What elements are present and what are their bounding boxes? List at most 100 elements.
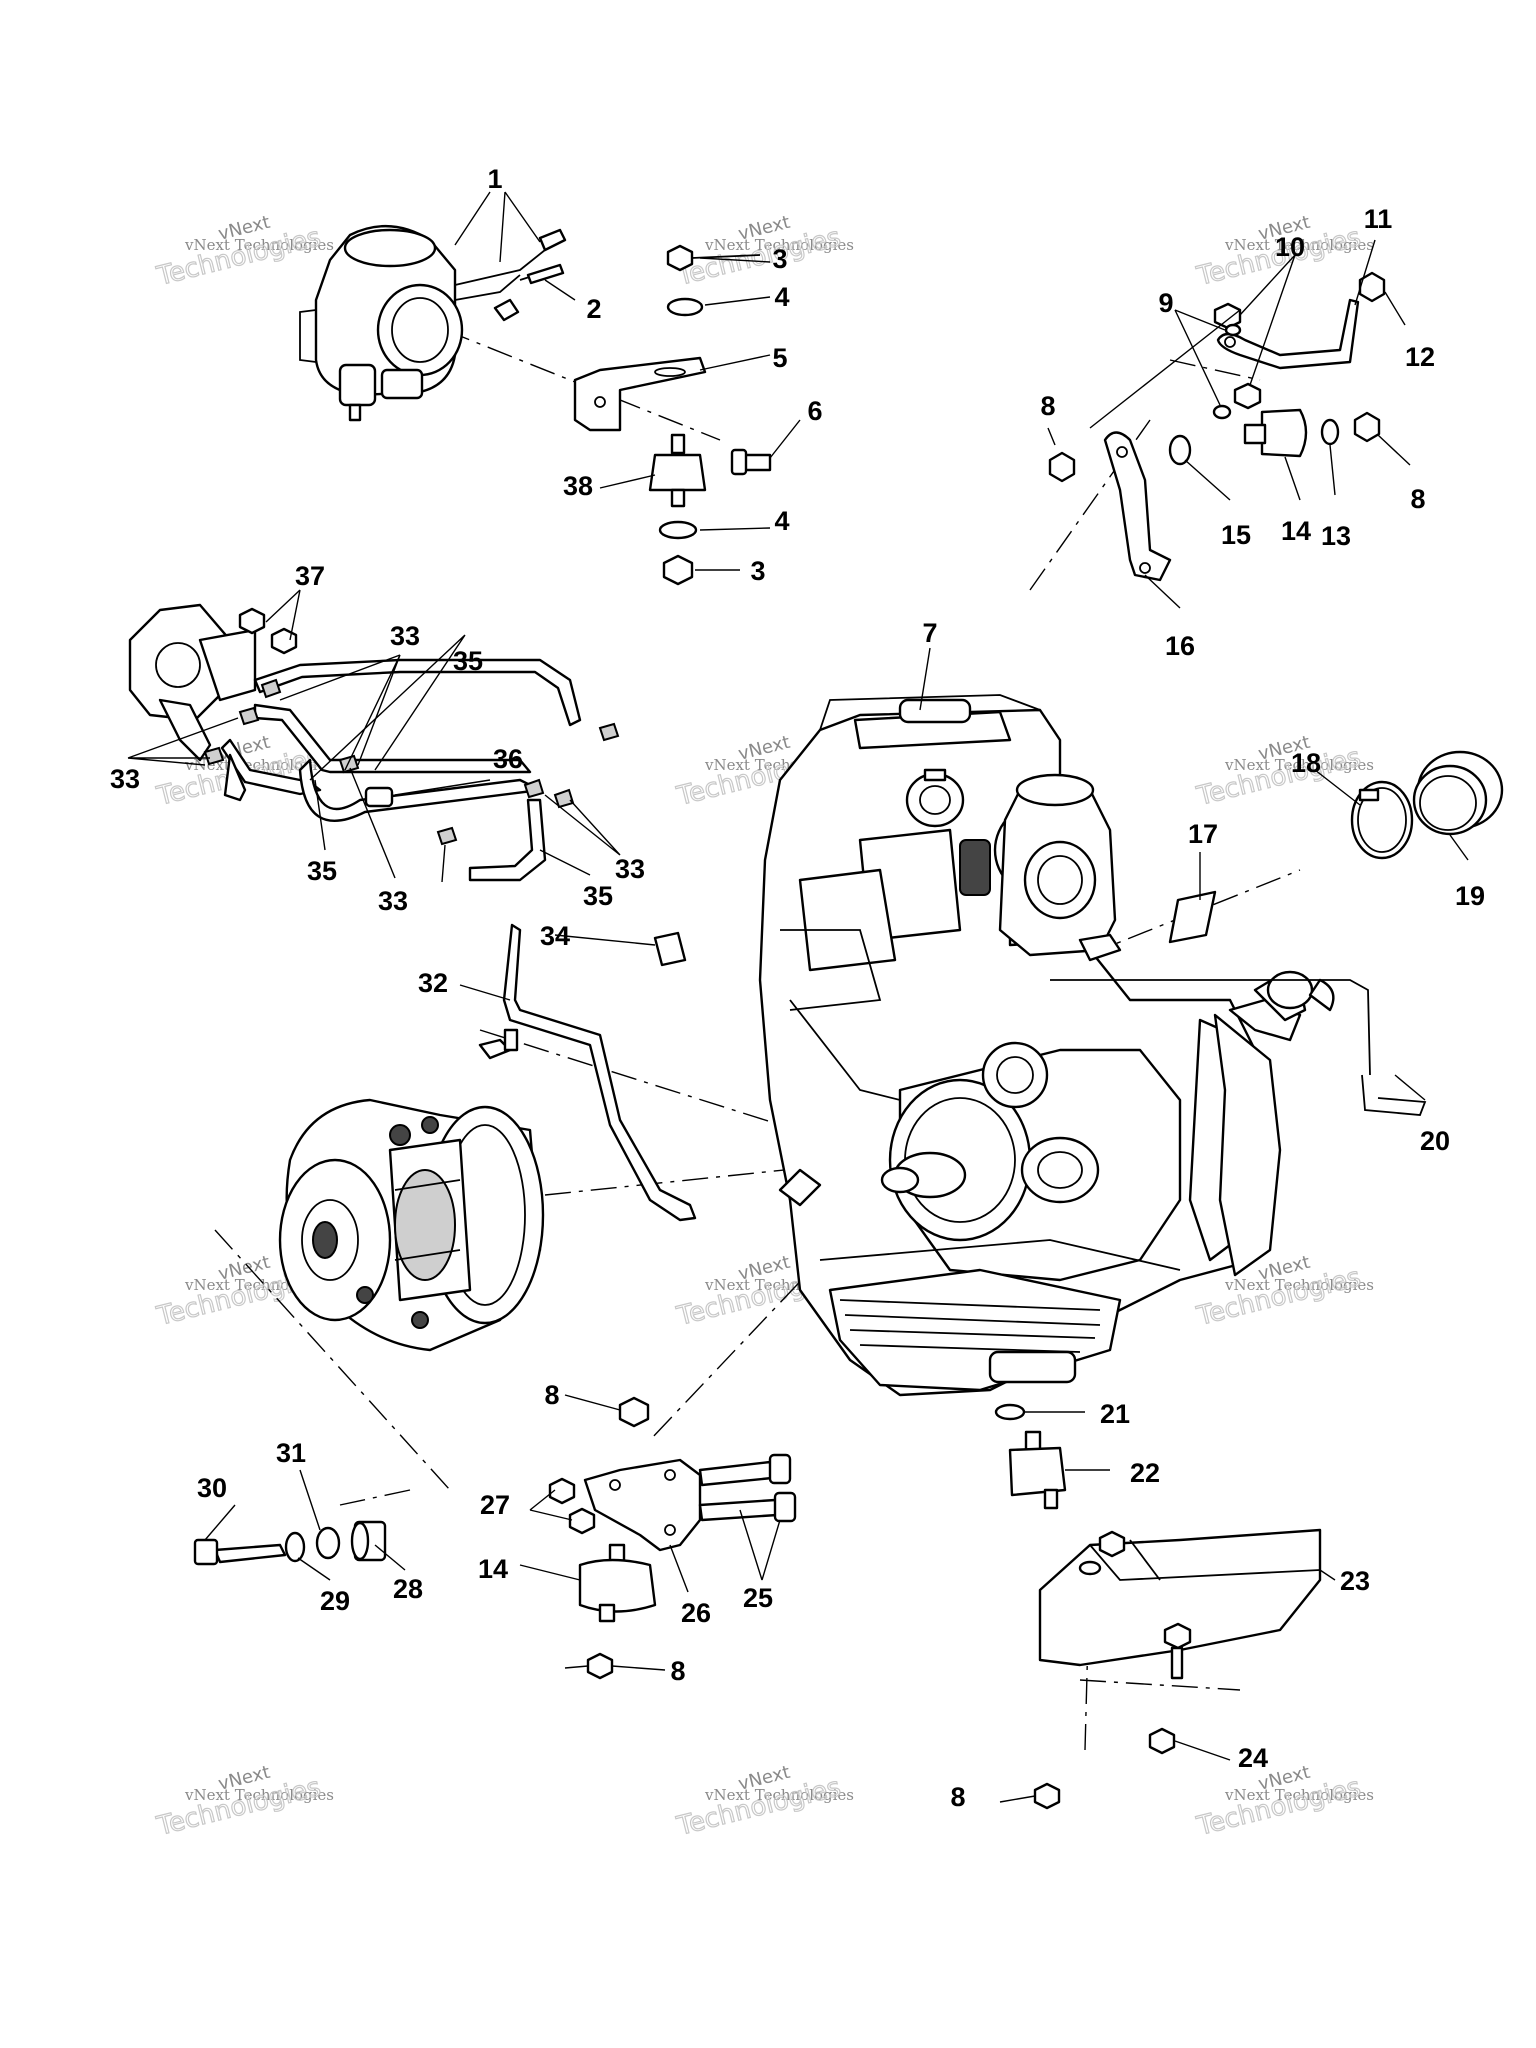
callout-31: 31 (276, 1438, 306, 1468)
callout-4: 4 (774, 282, 789, 312)
callout-33: 33 (378, 886, 408, 916)
callout-35: 35 (453, 646, 483, 676)
watermark: vNext vNext Technologies Technologies (153, 212, 334, 293)
nut-37-b (270, 627, 298, 655)
callout-12: 12 (1405, 342, 1435, 372)
svg-text:vNext Technologies: vNext Technologies (704, 1786, 854, 1804)
callout-35: 35 (307, 856, 337, 886)
drive-clutch (278, 1098, 545, 1352)
callout-1: 1 (487, 164, 502, 194)
callout-33: 33 (110, 764, 140, 794)
washer-29 (284, 1531, 306, 1563)
washer-9-b (1212, 404, 1232, 420)
washer-15 (1168, 434, 1192, 466)
callout-2: 2 (586, 294, 601, 324)
svg-text:vNext Technologies: vNext Technologies (184, 1786, 334, 1804)
washer-13 (1320, 418, 1340, 446)
callout-33: 33 (615, 854, 645, 884)
clamp-33-h (598, 722, 620, 742)
callout-24: 24 (1238, 1743, 1268, 1773)
washer-lower (658, 520, 698, 540)
callout-6: 6 (807, 396, 822, 426)
rubber-mount-14-bottom (578, 1543, 657, 1623)
bolts-25 (698, 1453, 797, 1523)
callout-13: 13 (1321, 521, 1351, 551)
callout-21: 21 (1100, 1399, 1130, 1429)
callout-19: 19 (1455, 881, 1485, 911)
callout-20: 20 (1420, 1126, 1450, 1156)
svg-text:vNext Technologies: vNext Technologies (1224, 756, 1374, 774)
fuel-line-11 (1216, 298, 1360, 370)
svg-text:vNext Technologies: vNext Technologies (184, 236, 334, 254)
nut-8-bottom-right (1033, 1782, 1061, 1810)
watermark: vNext vNext Technologies Technologies (1193, 1762, 1374, 1843)
callout-18: 18 (1291, 748, 1321, 778)
callout-8: 8 (544, 1380, 559, 1410)
callout-27: 27 (480, 1490, 510, 1520)
callout-3: 3 (772, 244, 787, 274)
clamp-33-b (238, 706, 260, 726)
carburetor-bracket (573, 356, 707, 432)
callout-5: 5 (772, 343, 787, 373)
bolt-30 (213, 1543, 287, 1564)
watermark: vNext vNext Technologies Technologies (1193, 732, 1374, 813)
callout-36: 36 (493, 744, 523, 774)
callout-8: 8 (1040, 391, 1055, 421)
svg-text:vNext Technologies: vNext Technologies (1224, 236, 1374, 254)
bolt-12 (1358, 271, 1386, 303)
svg-text:vNext Technologies: vNext Technologies (1224, 1786, 1374, 1804)
callout-14: 14 (478, 1554, 508, 1584)
fitting-10-a (1213, 302, 1242, 330)
callout-35: 35 (583, 881, 613, 911)
callout-23: 23 (1340, 1566, 1370, 1596)
callout-8: 8 (950, 1782, 965, 1812)
nut-8-top-right (1353, 411, 1381, 443)
callout-8: 8 (1410, 484, 1425, 514)
callout-32: 32 (418, 968, 448, 998)
callout-22: 22 (1130, 1458, 1160, 1488)
callout-30: 30 (197, 1473, 227, 1503)
washer-31 (315, 1526, 341, 1560)
bracket-16 (1103, 431, 1172, 582)
fuel-pump (128, 603, 257, 762)
nut-27-b (568, 1507, 596, 1535)
watermark: vNext vNext Technologies Technologies (673, 1762, 854, 1843)
callout-labels: 1 2 3 3 4 4 5 6 7 8 8 8 8 8 9 10 11 12 1… (110, 164, 1485, 1812)
callout-37: 37 (295, 561, 325, 591)
callout-25: 25 (743, 1583, 773, 1613)
nut-8-lower (586, 1652, 614, 1680)
leader-lines (127, 191, 1469, 1803)
skid-plate-23 (1038, 1528, 1322, 1680)
intake-boot-19 (1412, 750, 1504, 836)
insulator-17 (1168, 890, 1217, 944)
callout-8: 8 (670, 1656, 685, 1686)
rubber-mount-14-top (1243, 408, 1308, 458)
clamp-33-a (260, 678, 282, 699)
fitting-36 (364, 786, 394, 808)
fitting-10-b (1233, 382, 1262, 410)
callout-34: 34 (540, 921, 570, 951)
rubber-mount-38 (648, 433, 707, 508)
callout-11: 11 (1364, 204, 1393, 234)
svg-text:vNext Technologies: vNext Technologies (704, 236, 854, 254)
watermark: vNext vNext Technologies Technologies (673, 212, 854, 293)
washer-9-a (1224, 323, 1242, 337)
bolt-30-head (193, 1538, 219, 1566)
washer-top (666, 297, 704, 317)
nut-24 (1148, 1727, 1176, 1755)
callout-33: 33 (390, 621, 420, 651)
screw-6 (743, 453, 772, 472)
carburetor (299, 225, 464, 422)
fuel-hoses (220, 658, 582, 882)
callout-10: 10 (1275, 232, 1305, 262)
callout-14: 14 (1281, 516, 1311, 546)
nut-lower (662, 554, 694, 586)
clamp-33-d (338, 754, 360, 774)
nut-8-top-left (1048, 451, 1076, 483)
callout-7: 7 (922, 618, 937, 648)
callout-4: 4 (774, 506, 789, 536)
clamp-18 (1350, 780, 1414, 860)
nut-27-a (548, 1477, 576, 1505)
clip-34 (653, 931, 687, 967)
